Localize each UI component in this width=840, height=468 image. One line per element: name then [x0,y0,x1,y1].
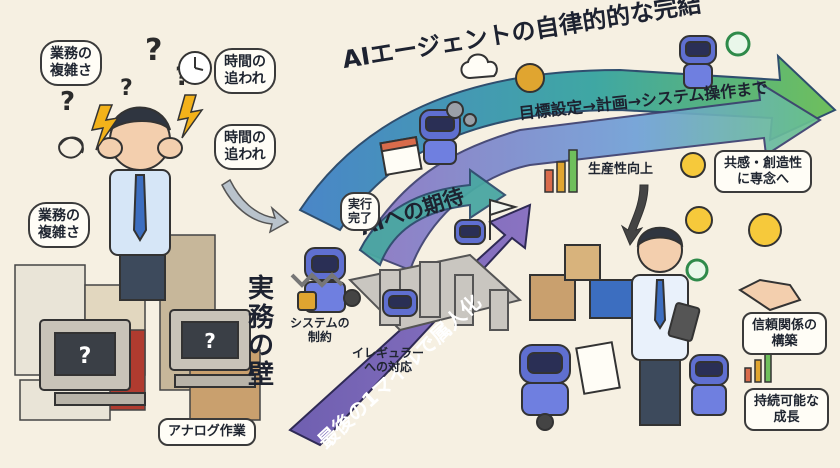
clock-icon [178,51,212,85]
screen-question-2: ? [204,329,216,353]
svg-text:?: ? [60,87,75,117]
trust-label: 信頼関係の 構築 [742,312,828,356]
chart-icon [544,149,578,193]
analog-work-label: アナログ作業 [158,418,256,446]
robot-maze [382,289,418,317]
robot-bottom-right [689,354,729,416]
svg-text:?: ? [120,76,133,101]
flow-arrow-left [221,178,290,234]
system-constraint-label: システムの 制約 [290,316,350,345]
calendar-icon [379,135,423,177]
handshake-top-icon [515,63,545,93]
robot-flag [454,198,519,245]
old-computers [39,309,256,406]
bubble-complexity-top: 業務の 複雑さ [40,40,102,86]
bubble-time-top: 時間の 追われ [214,48,276,94]
chained-robot [290,247,361,313]
speech-done: 実行 完了 [340,192,381,231]
robot-bottom-left [519,341,621,431]
lightning-icons [90,94,204,151]
ai-arrow [358,168,507,267]
worker-tablet [631,226,701,426]
lightbulb-icons [680,152,782,247]
stressed-worker [97,106,183,301]
flow-arrow-right [620,184,649,247]
irregular-handling-label: イレギュラー への対応 [352,346,425,375]
svg-text:?: ? [145,33,162,68]
robot-mid [419,109,461,165]
cloud-icon [460,53,498,80]
productivity-label: 生産性向上 [588,162,654,177]
bubble-complexity-mid: 業務の 複雑さ [28,202,90,248]
bubble-time-mid: 時間の 追われ [214,124,276,170]
check-icons [685,31,751,282]
gear-icons [446,101,477,127]
growth-label: 持続可能な 成長 [744,388,830,432]
scribble-icon [58,136,84,159]
middle-arrow [358,80,822,272]
file-boxes [529,244,641,321]
handshake-icon [738,278,802,312]
wall-title: 実務の壁 [248,274,275,390]
robot-top [679,35,717,89]
screen-question-1: ? [79,344,92,369]
empathy-label: 共感・創造性 に専念へ [714,150,813,194]
